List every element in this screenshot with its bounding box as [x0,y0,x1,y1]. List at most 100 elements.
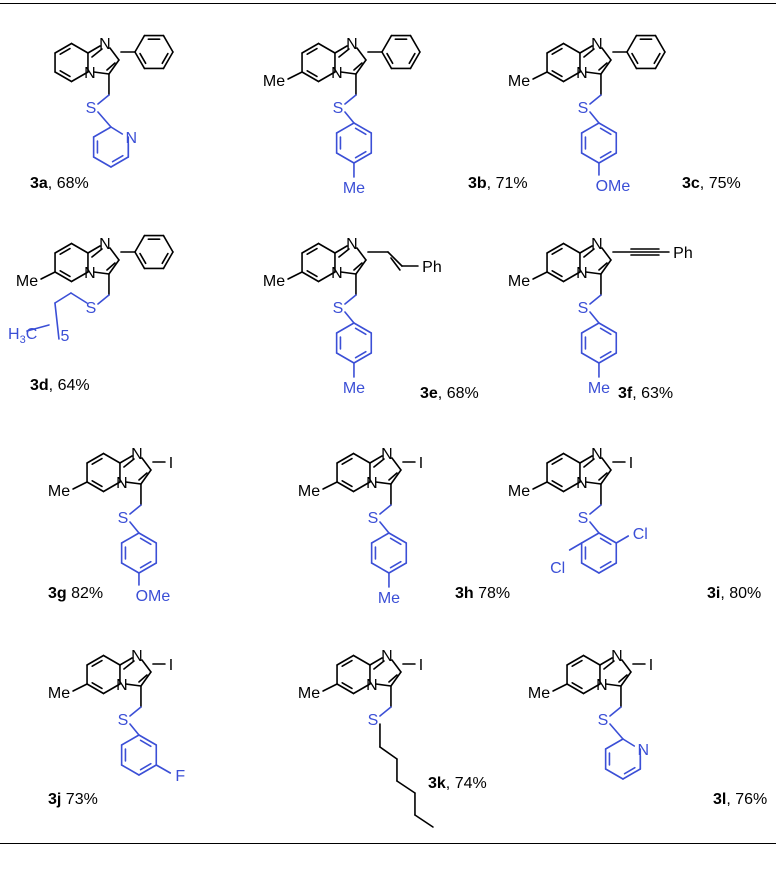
compound-yield: , 68% [48,175,89,192]
compound-yield: , 74% [446,775,487,792]
ring-bond [566,683,585,695]
s-aryl-bond [609,723,624,740]
ch2-s-bond [379,706,392,717]
double-bond [139,739,152,748]
atom-n: N [99,36,111,53]
compound-label-3b: 3b, 71% [468,175,528,192]
ring-bond [600,259,612,275]
ring-bond [92,156,112,168]
ring-bond [352,452,371,464]
atom-s: S [598,712,609,729]
double-bond [139,52,147,65]
ring-bond [580,532,600,544]
ring-bond [54,271,73,283]
atom-me: Me [48,483,70,500]
double-bond [598,262,608,271]
atom-me: Me [528,685,550,702]
ring-bond [120,734,140,746]
ch2-s-bond [97,94,110,105]
compound-id: 3h [455,585,474,602]
ring-bond [340,71,357,75]
s-aryl-bond [97,111,112,128]
double-bond [389,537,402,546]
compound-label-3h: 3h 78% [455,585,510,602]
compound-yield: 73% [61,791,97,808]
double-bond [341,479,353,488]
ring-bond [335,322,355,334]
atom-n: N [116,475,128,492]
ring-bond [86,452,105,464]
double-bond [354,127,367,136]
vinyl-bond [387,251,403,267]
compound-id: 3i [707,585,720,602]
hexyl-chain [396,780,416,794]
double-bond [161,252,169,265]
ring-bond [546,71,565,83]
double-bond [583,48,595,58]
ring-bond [140,671,152,687]
ring-bond [601,247,612,261]
ring-bond [598,322,618,334]
ring-bond [110,126,124,135]
atom-n: N [381,446,393,463]
ring-bond [598,532,618,544]
atom-n-pyridyl: N [637,742,649,759]
double-bond [306,269,318,278]
atom-ph: Ph [422,259,442,276]
ring-bond [355,259,367,275]
ring-bond [54,42,73,54]
ring-bond [162,34,174,53]
compound-label-3d: 3d, 64% [30,377,90,394]
ring-bond [108,59,120,75]
ring-bond [140,469,152,485]
double-bond [388,674,398,683]
ring-bond [334,45,348,54]
top-rule [0,3,776,4]
alkyl-chain [26,324,50,332]
ring-bond [355,59,367,75]
ring-bond [546,271,565,283]
double-bond [388,472,398,481]
ring-bond [598,152,618,164]
ring-bond [70,271,89,283]
bond-layer [26,34,670,828]
compound-label-3j: 3j 73% [48,791,98,808]
ch2-s-bond [589,294,602,305]
double-bond [306,247,318,256]
ring-bond [335,352,355,364]
atom-s: S [333,300,344,317]
double-bond [631,52,639,65]
ring-bond [109,247,120,261]
ring-bond [621,659,632,673]
ring-bond [317,71,336,83]
double-bond [571,659,583,668]
ring-bond [585,481,602,485]
ring-bond [585,71,602,75]
compound-label-3a: 3a, 68% [30,175,89,192]
methyl-bond [287,271,303,280]
ring-bond [579,455,593,464]
ring-bond [654,34,666,53]
atom-n: N [576,265,588,282]
compound-id: 3j [48,791,61,808]
double-bond [341,457,353,466]
ring-bond [141,457,152,471]
compound-label-3c: 3c, 75% [682,175,741,192]
double-bond [341,681,353,690]
atom-s: S [333,100,344,117]
ring-bond [580,562,600,574]
double-bond [354,327,367,336]
methyl-bond [532,481,548,490]
ring-bond [334,245,348,254]
compound-label-3i: 3i, 80% [707,585,761,602]
compound-yield: , 75% [700,175,741,192]
compound-yield: , 63% [632,385,673,402]
atom-cl: Cl [550,560,565,577]
ring-bond [604,738,624,750]
atom-s: S [368,510,379,527]
double-bond [91,659,103,668]
ring-bond [110,156,130,168]
compound-id: 3l [713,791,726,808]
ring-bond [391,457,402,471]
